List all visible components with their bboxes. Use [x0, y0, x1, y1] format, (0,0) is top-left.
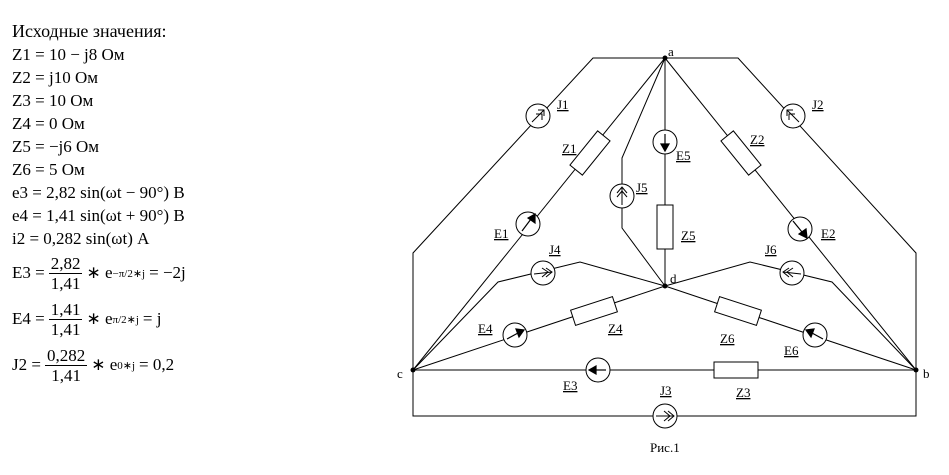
source-arrows: [506, 134, 824, 376]
z5-resistor: [656, 204, 674, 250]
j2-arrow: [786, 109, 800, 123]
figure-caption: Рис.1: [650, 440, 680, 455]
label-j1: J1: [557, 97, 569, 112]
value-z1: Z1 = 10 − j8 Ом: [12, 45, 125, 64]
label-j4: J4: [549, 242, 561, 257]
fraction: 2,82 1,41: [48, 253, 83, 293]
label-z5: Z5: [681, 228, 695, 243]
e4-arrow: [506, 332, 519, 340]
formula-result: = 0,2: [139, 355, 175, 374]
formula-lhs: J2 =: [12, 355, 41, 374]
exp-base: ∗ e: [86, 263, 113, 282]
node-b-dot: [913, 367, 919, 373]
e1-arrow: [521, 218, 532, 232]
formula-result: = −2j: [149, 263, 186, 282]
label-z4: Z4: [608, 321, 623, 336]
given-values-panel: Исходные значения: Z1 = 10 − j8 Ом Z2 = …: [12, 20, 392, 388]
exp-base: ∗ e: [91, 355, 118, 374]
node-a-dot: [662, 55, 668, 61]
wire-db: [664, 285, 917, 371]
label-j2: J2: [812, 97, 824, 112]
label-j6: J6: [765, 242, 777, 257]
value-z6: Z6 = 5 Ом: [12, 160, 85, 179]
node-label-c: c: [397, 366, 403, 381]
denominator: 1,41: [50, 273, 81, 293]
node-label-d: d: [670, 271, 677, 286]
label-e4: E4: [478, 321, 493, 336]
wire-ab: [664, 57, 917, 371]
formula-e3: E3 = 2,82 1,41 ∗ e −π/2∗j = −2j: [12, 250, 392, 296]
fraction: 1,41 1,41: [48, 299, 83, 339]
label-z6: Z6: [720, 331, 735, 346]
z1-resistor: [569, 130, 611, 176]
wire-j1-branch: [412, 57, 665, 370]
numerator: 1,41: [48, 299, 83, 320]
formula-e4: E4 = 1,41 1,41 ∗ e π/2∗j = j: [12, 296, 392, 342]
wire-ac: [412, 57, 666, 371]
node-label-a: a: [668, 44, 674, 59]
wire-cd: [412, 285, 666, 371]
numerator: 2,82: [48, 253, 83, 274]
z3-resistor: [713, 361, 759, 379]
circuit-diagram: a b c d J1 J2 J3 J4 J5 J6 E1 E2 E3 E4 E5…: [397, 44, 930, 455]
e2-arrow: [792, 220, 803, 233]
z6-resistor: [713, 295, 763, 327]
nodes: [410, 55, 919, 373]
numerator: 0,282: [44, 345, 88, 366]
formula-lhs: E4 =: [12, 309, 45, 328]
label-j3: J3: [660, 383, 672, 398]
wire-j5-branch: [621, 57, 666, 287]
value-z2: Z2 = j10 Ом: [12, 68, 98, 87]
value-z5: Z5 = −j6 Ом: [12, 137, 100, 156]
j4-arrow: [533, 271, 553, 275]
value-e3: e3 = 2,82 sin(ωt − 90°) В: [12, 183, 185, 202]
exp-base: ∗ e: [86, 309, 113, 328]
impedances: [569, 130, 763, 379]
z4-resistor: [569, 295, 619, 327]
label-e3: E3: [563, 378, 577, 393]
label-z3: Z3: [736, 385, 750, 400]
label-j5: J5: [636, 180, 648, 195]
formula-result: = j: [142, 309, 162, 328]
node-label-b: b: [923, 366, 930, 381]
label-e2: E2: [821, 226, 835, 241]
z2-resistor: [720, 130, 762, 176]
wire-j2-branch: [665, 57, 917, 370]
e6-arrow: [811, 332, 824, 340]
exponent: −π/2∗j: [112, 267, 146, 280]
exponent: π/2∗j: [112, 313, 139, 326]
label-z2: Z2: [750, 132, 764, 147]
exponent: 0∗j: [117, 359, 136, 372]
denominator: 1,41: [51, 365, 81, 385]
formula-lhs: E3 =: [12, 263, 45, 282]
label-z1: Z1: [562, 141, 576, 156]
label-e5: E5: [676, 148, 690, 163]
label-e1: E1: [494, 226, 508, 241]
j6-arrow: [782, 271, 802, 275]
e1-source: [515, 211, 541, 237]
value-z4: Z4 = 0 Ом: [12, 114, 85, 133]
formula-j2: J2 = 0,282 1,41 ∗ e 0∗j = 0,2: [12, 342, 392, 388]
node-c-dot: [410, 367, 416, 373]
value-e4: e4 = 1,41 sin(ωt + 90°) В: [12, 206, 185, 225]
current-source-arrows: [531, 109, 802, 422]
denominator: 1,41: [50, 319, 81, 339]
label-e6: E6: [784, 343, 799, 358]
value-i2: i2 = 0,282 sin(ωt) А: [12, 229, 150, 248]
fraction: 0,282 1,41: [44, 345, 88, 385]
component-labels: a b c d J1 J2 J3 J4 J5 J6 E1 E2 E3 E4 E5…: [397, 44, 930, 455]
j1-arrow: [531, 109, 545, 123]
given-values-title: Исходные значения:: [12, 21, 167, 41]
value-z3: Z3 = 10 Ом: [12, 91, 94, 110]
node-d-dot: [662, 283, 668, 289]
